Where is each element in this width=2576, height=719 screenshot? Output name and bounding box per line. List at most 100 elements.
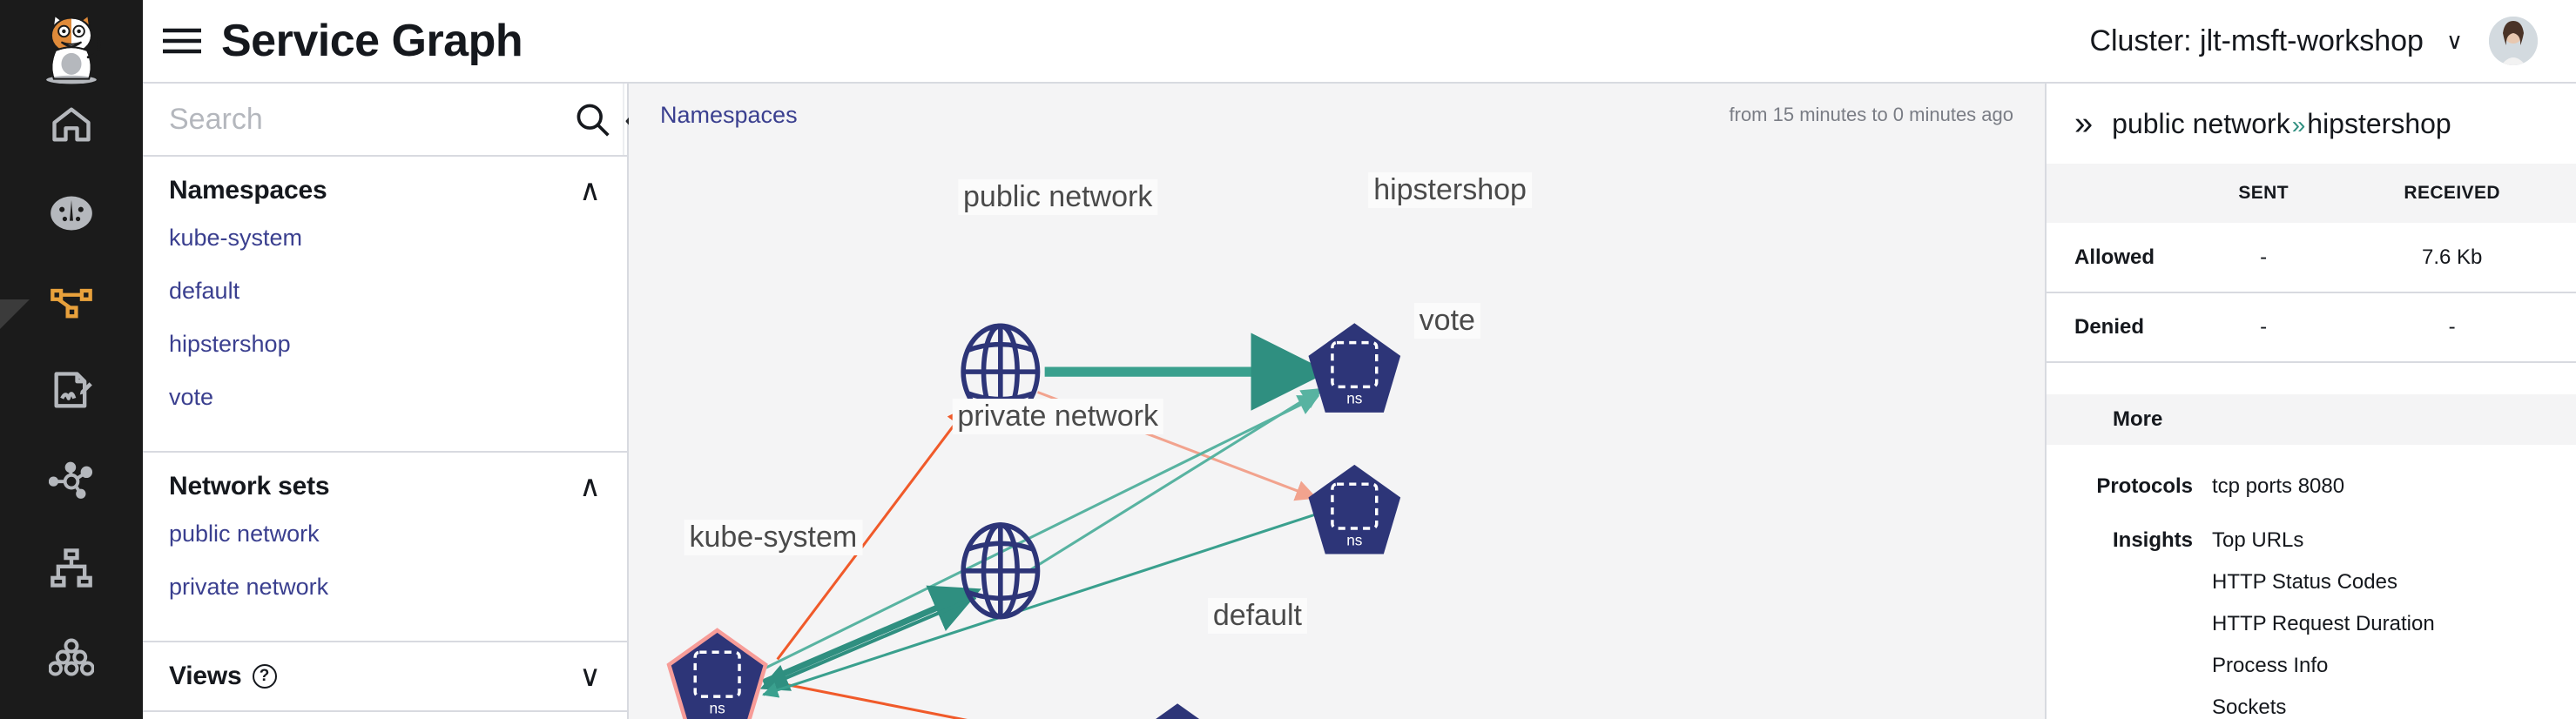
home-icon[interactable] <box>46 99 97 150</box>
user-avatar[interactable] <box>2489 17 2538 65</box>
graph-node-label-default: default <box>1207 597 1307 634</box>
details-target: hipstershop <box>2307 107 2451 139</box>
graph-svg: ns ns <box>666 323 1401 719</box>
sidebar-item-default[interactable]: default <box>169 278 240 304</box>
search-icon[interactable] <box>562 100 623 138</box>
icon-rail <box>0 0 143 719</box>
edge-kube-system-to-public-network[interactable] <box>776 406 969 661</box>
insights-list: Top URLs HTTP Status Codes HTTP Request … <box>2212 528 2435 719</box>
svg-text:ns: ns <box>1346 531 1363 548</box>
service-graph-icon[interactable] <box>46 277 97 327</box>
graph-node-default[interactable]: ns <box>1131 703 1224 719</box>
sidebar-section-body-network-sets: public network private network <box>143 521 627 641</box>
sidebar-section-layers: Layers ? ∨ <box>143 712 627 719</box>
nodes-network-icon[interactable] <box>46 454 97 505</box>
table-row: Allowed - 7.6 Kb <box>2047 223 2576 293</box>
svg-text:ns: ns <box>710 699 726 716</box>
rail-icon-list <box>0 99 143 682</box>
graph-node-label-kube-system: kube-system <box>684 519 863 555</box>
edge-private-network-to-kube-system[interactable] <box>759 595 977 691</box>
sidebar-item-private-network[interactable]: private network <box>169 574 329 600</box>
insight-sockets[interactable]: Sockets <box>2212 695 2287 719</box>
clusters-icon[interactable] <box>46 632 97 682</box>
flow-direction-icon: » <box>2291 111 2306 138</box>
svg-text:ns: ns <box>1346 390 1363 407</box>
table-header-row: SENT RECEIVED <box>2047 164 2576 223</box>
graph-area: Namespaces from 15 minutes to 0 minutes … <box>629 82 2045 719</box>
edge-kube-system-to-default[interactable] <box>770 680 1130 719</box>
edge-kube-system-to-hipstershop[interactable] <box>760 395 1320 671</box>
cell-denied-sent: - <box>2199 292 2329 363</box>
help-circle-icon[interactable]: ? <box>252 664 277 689</box>
insight-http-request-duration[interactable]: HTTP Request Duration <box>2212 612 2435 635</box>
sidebar-section-header-network-sets[interactable]: Network sets ∧ <box>143 453 627 521</box>
insights-label: Insights <box>2112 528 2193 552</box>
search-input[interactable] <box>169 102 555 137</box>
graph-node-kube-system[interactable]: ns <box>666 628 768 719</box>
graph-canvas[interactable]: ns ns <box>629 146 2045 719</box>
graph-nodes: ns ns <box>666 323 1401 719</box>
section-title: Namespaces <box>169 176 327 205</box>
row-label-allowed: Allowed <box>2047 223 2199 293</box>
graph-node-private-network[interactable] <box>961 522 1041 620</box>
protocols-label: Protocols <box>2096 474 2193 498</box>
insight-http-status-codes[interactable]: HTTP Status Codes <box>2212 570 2397 594</box>
cell-allowed-received: 7.6 Kb <box>2328 223 2576 293</box>
app-header: Service Graph Cluster: jlt-msft-workshop… <box>143 0 2576 82</box>
sidebar-section-namespaces: Namespaces ∧ kube-system default hipster… <box>143 157 627 453</box>
sidebar-section-header-layers[interactable]: Layers ? ∨ <box>143 712 627 719</box>
graph-edges <box>759 333 1329 719</box>
policy-document-edit-icon[interactable] <box>46 366 97 416</box>
graph-node-vote[interactable]: ns <box>1308 464 1401 554</box>
graph-node-hipstershop[interactable]: ns <box>1308 323 1401 413</box>
details-header: » public network»hipstershop <box>2047 84 2576 164</box>
chevron-up-icon: ∧ <box>579 174 601 207</box>
chevron-down-icon: ∨ <box>2445 27 2463 54</box>
section-title: Views <box>169 662 242 690</box>
sidebar-section-views: Views ? ∨ <box>143 642 627 712</box>
left-panel: « Namespaces ∧ kube-system default hipst… <box>143 82 644 719</box>
expand-details-icon[interactable]: » <box>2074 105 2094 142</box>
protocols-value: tcp ports 8080 <box>2212 474 2345 498</box>
graph-node-label-private-network: private network <box>952 399 1163 435</box>
hierarchy-icon[interactable] <box>46 543 97 594</box>
details-spacer <box>2047 363 2576 394</box>
breadcrumb[interactable]: Namespaces <box>660 101 798 128</box>
sidebar-section-body-namespaces: kube-system default hipstershop vote <box>143 225 627 451</box>
sidebar-section-header-namespaces[interactable]: Namespaces ∧ <box>143 157 627 225</box>
sidebar-item-public-network[interactable]: public network <box>169 521 320 547</box>
time-range-label: from 15 minutes to 0 minutes ago <box>1729 104 2014 125</box>
edge-kube-system-to-private-network[interactable] <box>762 585 981 686</box>
sidebar-item-kube-system[interactable]: kube-system <box>169 225 303 251</box>
graph-node-label-vote: vote <box>1413 303 1480 339</box>
sidebar-section-network-sets: Network sets ∧ public network private ne… <box>143 453 627 642</box>
sidebar-section-header-views[interactable]: Views ? ∨ <box>143 642 627 710</box>
page-title: Service Graph <box>221 16 523 66</box>
section-title: Network sets <box>169 472 330 501</box>
sidebar-item-hipstershop[interactable]: hipstershop <box>169 331 291 357</box>
insight-top-urls[interactable]: Top URLs <box>2212 528 2304 552</box>
protocols-row: Protocols tcp ports 8080 <box>2047 445 2576 499</box>
more-section-header[interactable]: More <box>2047 394 2576 445</box>
traffic-table: SENT RECEIVED Allowed - 7.6 Kb Denied - <box>2047 164 2576 363</box>
graph-topbar: Namespaces from 15 minutes to 0 minutes … <box>629 84 2045 146</box>
cluster-label: Cluster: jlt-msft-workshop <box>2089 24 2424 57</box>
insight-process-info[interactable]: Process Info <box>2212 654 2329 677</box>
column-header-received: RECEIVED <box>2328 164 2576 223</box>
column-header-sent: SENT <box>2199 164 2329 223</box>
calico-cat-logo[interactable] <box>30 9 113 85</box>
dashboard-gauge-icon[interactable] <box>46 188 97 239</box>
cell-allowed-sent: - <box>2199 223 2329 293</box>
table-row: Denied - - <box>2047 292 2576 363</box>
details-source: public network <box>2112 107 2290 139</box>
header-right: Cluster: jlt-msft-workshop ∨ <box>2089 17 2576 65</box>
cluster-selector[interactable]: Cluster: jlt-msft-workshop ∨ <box>2089 24 2463 58</box>
edge-vote-to-kube-system[interactable] <box>762 512 1320 698</box>
row-label-denied: Denied <box>2047 292 2199 363</box>
column-header-blank <box>2047 164 2199 223</box>
sidebar-item-vote[interactable]: vote <box>169 384 214 410</box>
chevron-down-icon: ∨ <box>579 660 601 693</box>
details-panel: » public network»hipstershop SENT RECEIV… <box>2045 82 2576 719</box>
hamburger-menu-icon[interactable] <box>143 24 221 58</box>
edge-private-network-to-hipstershop[interactable] <box>1028 387 1324 573</box>
